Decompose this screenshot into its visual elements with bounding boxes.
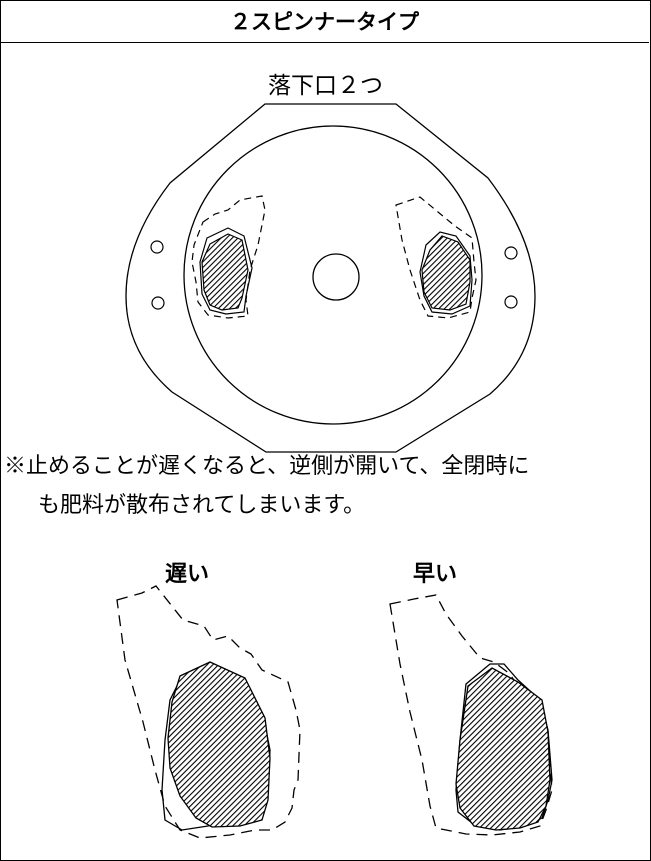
mount-hole-right-top [504, 246, 518, 260]
mount-hole-left-top [150, 240, 164, 254]
late-label: 遅い [165, 562, 210, 587]
mount-hole-right-bottom [504, 295, 518, 309]
right-opening-outline [419, 231, 473, 315]
left-opening-outline [199, 227, 253, 315]
right-opening-hatched [421, 235, 471, 311]
page-title: ２スピンナータイプ [0, 0, 649, 43]
note-line-1: ※止めることが遅くなると、逆側が開いて、全閉時に [4, 454, 530, 479]
early-opening-hatched [455, 667, 551, 831]
inner-disc [183, 125, 483, 425]
late-opening-hatched [167, 661, 271, 828]
mount-hole-left-bottom [151, 296, 165, 310]
late-opening-dashed [116, 585, 301, 839]
early-label: 早い [413, 562, 458, 587]
plate-caption: 落下口２つ [268, 73, 383, 99]
left-opening-hatched [201, 233, 249, 311]
note-line-2: も肥料が散布されてしまいます。 [38, 493, 366, 518]
center-hub [312, 253, 360, 301]
plate-outline [125, 103, 536, 453]
